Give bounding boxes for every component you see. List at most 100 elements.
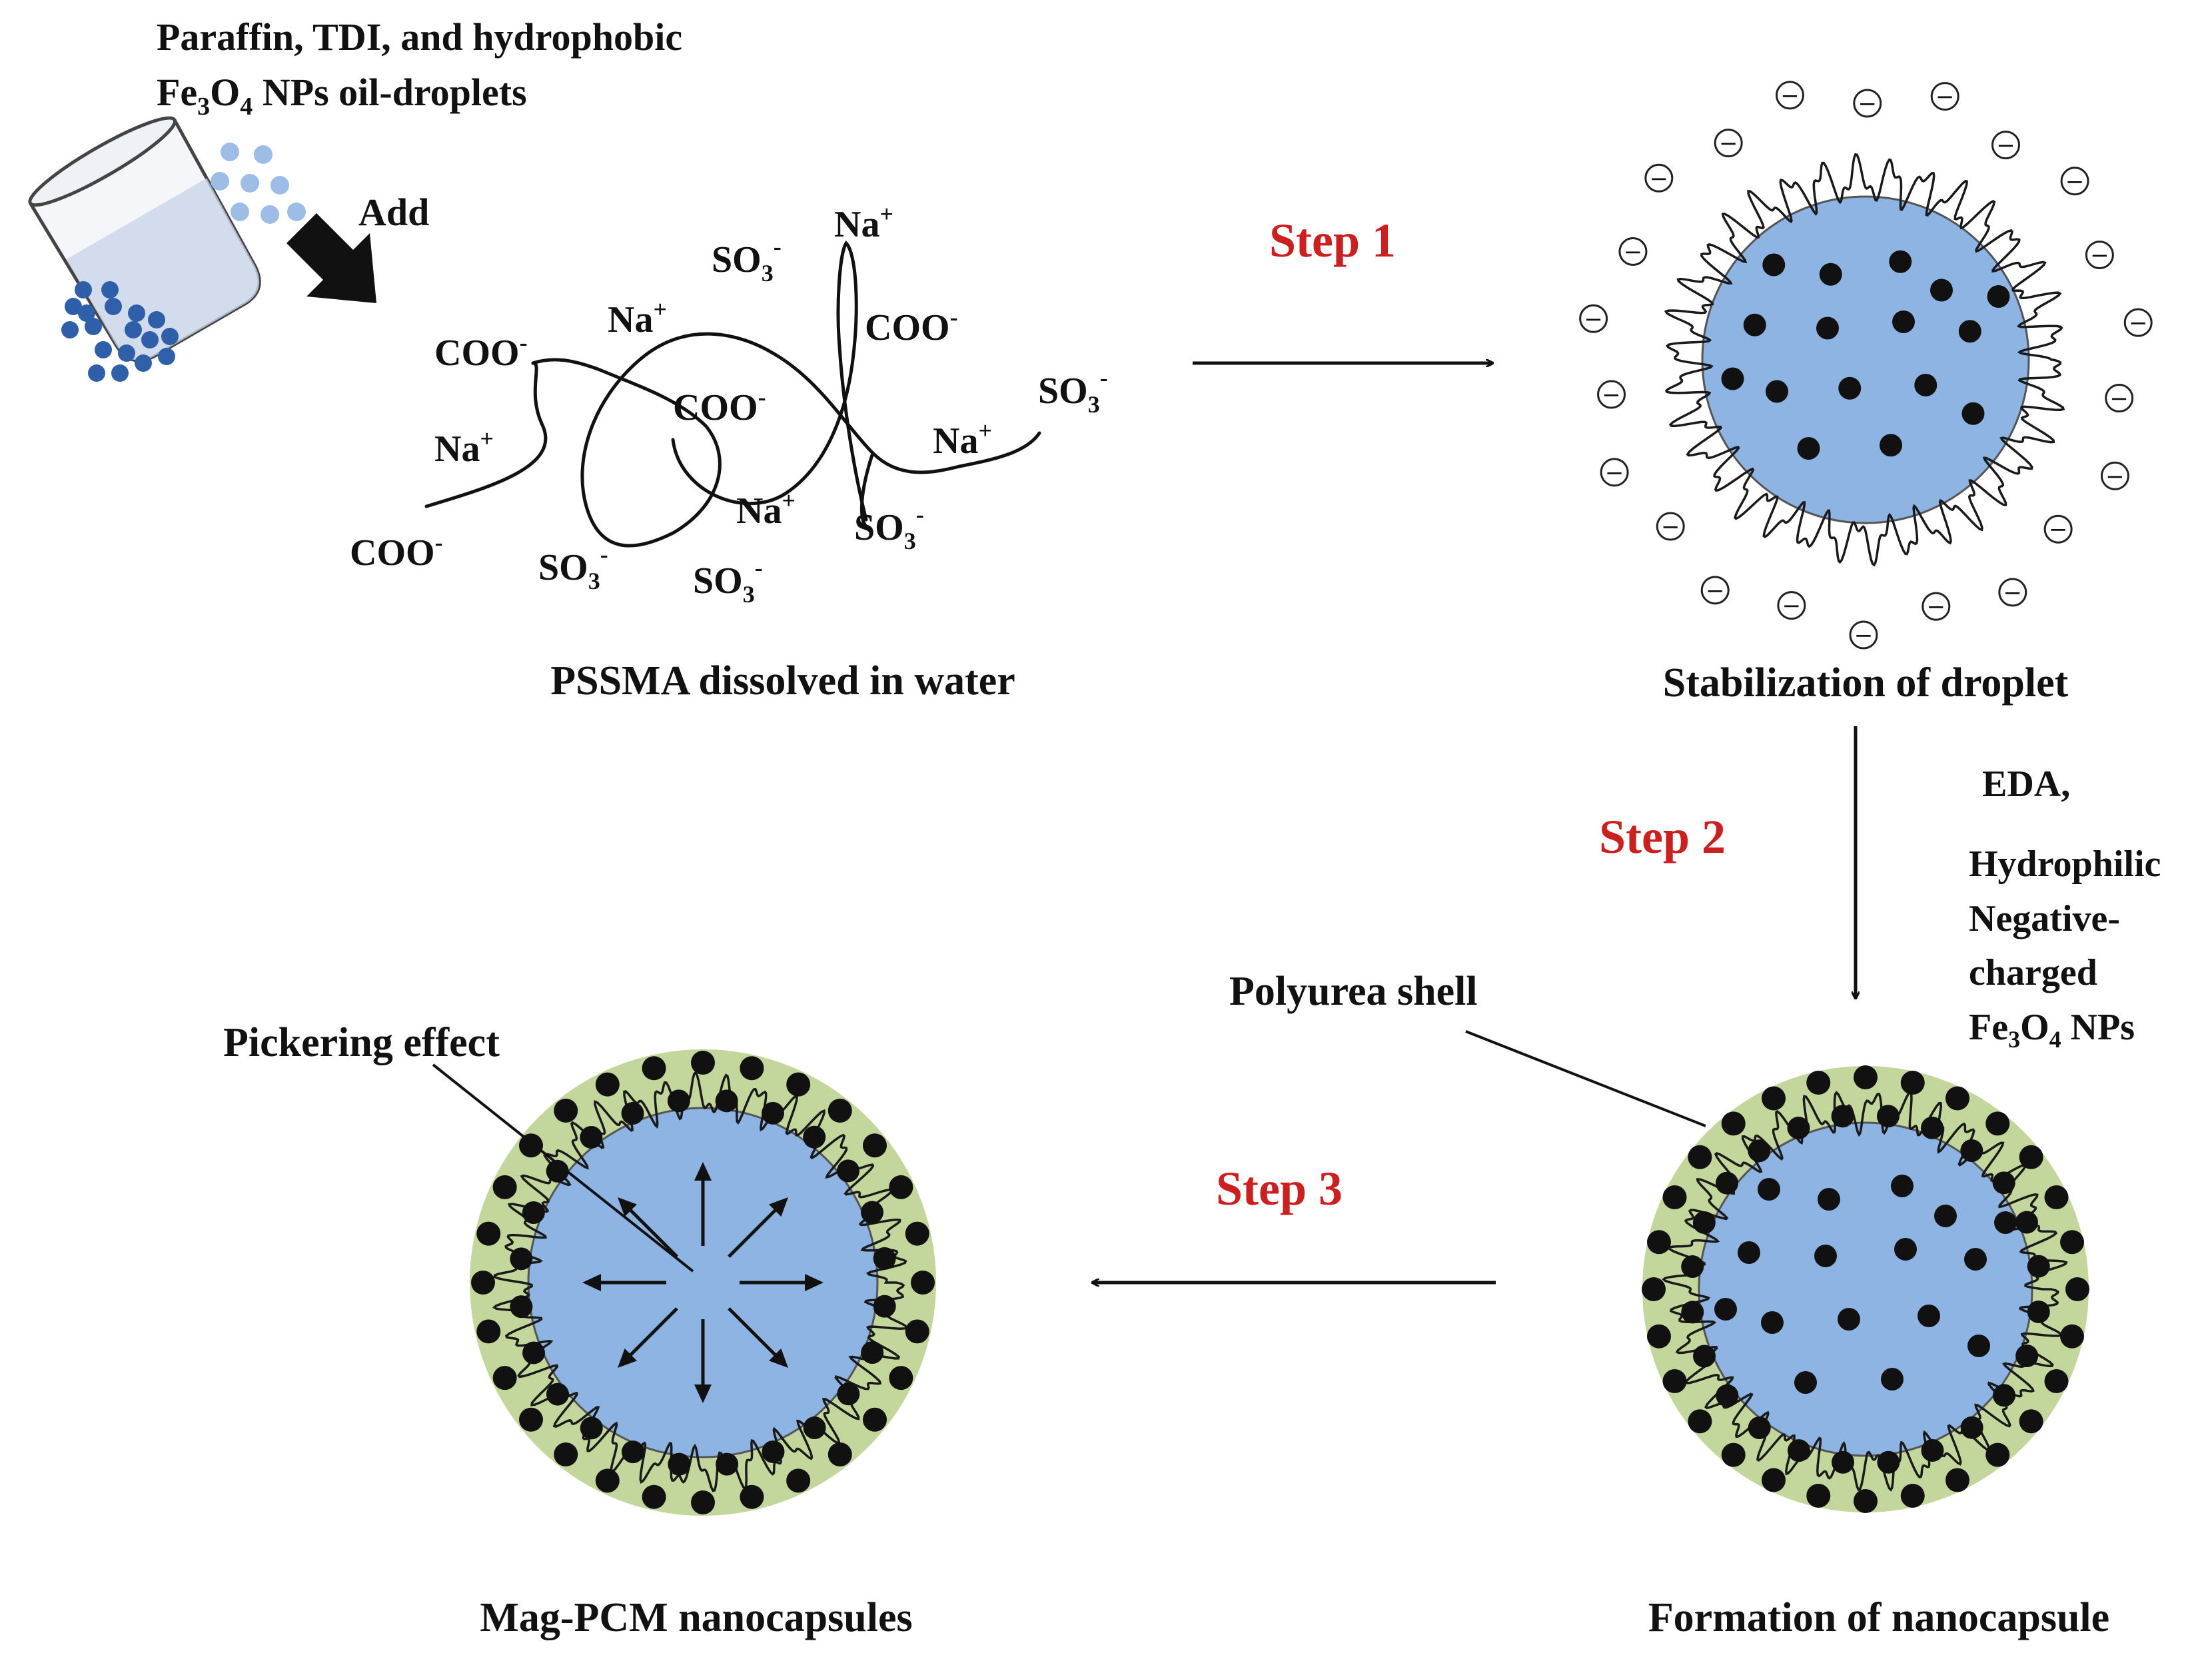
fe3o4-nanoparticle: [1814, 1245, 1837, 1267]
pickering-effect-label: Pickering effect: [223, 1020, 500, 1065]
shell-nanoparticle: [642, 1484, 666, 1509]
fe3o4-nanoparticle: [1958, 320, 1981, 343]
negative-charge-icon: −: [1922, 592, 1951, 621]
falling-droplet: [211, 172, 229, 191]
fe3o4-nanoparticle: [1794, 1371, 1817, 1394]
shell-nanoparticle: [1832, 1450, 1855, 1474]
shell-nanoparticle: [863, 1133, 887, 1158]
falling-droplet: [231, 203, 249, 221]
falling-droplet: [287, 203, 306, 221]
fe3o4-nanoparticle: [1880, 434, 1902, 457]
fe3o4-nanoparticle: [1889, 250, 1912, 273]
outward-arrow-icon: [694, 1162, 712, 1246]
falling-droplet: [241, 174, 259, 193]
shell-nanoparticle: [1806, 1070, 1831, 1095]
chem-label-so3-4: SO3-: [538, 541, 608, 594]
shell-nanoparticle: [2060, 1324, 2085, 1349]
shell-nanoparticle: [1721, 1111, 1746, 1136]
polyurea-pointer-line: [1465, 1030, 1706, 1127]
shell-nanoparticle: [476, 1221, 501, 1246]
svg-text:COO-: COO-: [865, 304, 958, 348]
fe3o4-nanoparticle: [1797, 437, 1820, 460]
negative-charge-icon: −: [1777, 591, 1806, 620]
svg-text:−: −: [2065, 169, 2085, 195]
shell-nanoparticle: [740, 1484, 764, 1509]
svg-text:−: −: [2105, 463, 2125, 490]
svg-text:−: −: [1996, 133, 2015, 159]
fe3o4-nanoparticle: [1918, 1305, 1940, 1327]
svg-text:COO-: COO-: [434, 329, 528, 374]
shell-nanoparticle: [510, 1295, 533, 1319]
step2-label: Step 2: [1599, 810, 1726, 863]
fe3o4-nanoparticle: [1961, 402, 1985, 425]
svg-text:−: −: [1936, 84, 1955, 111]
oil-bead: [65, 298, 82, 315]
svg-text:SO3-: SO3-: [712, 233, 782, 286]
oil-bead: [75, 281, 92, 298]
fe3o4-nanoparticle: [1762, 253, 1786, 276]
oil-bead: [148, 311, 165, 328]
svg-text:−: −: [2090, 243, 2109, 269]
outward-arrow-icon: [728, 1307, 788, 1368]
shell-nanoparticle: [762, 1101, 785, 1125]
shell-nanoparticle: [1688, 1409, 1712, 1434]
mag-pcm-nanocapsule: [470, 1049, 936, 1516]
fe3o4-nanoparticle: [1934, 1205, 1957, 1227]
shell-nanoparticle: [1787, 1439, 1810, 1462]
fe3o4-nanoparticle: [1930, 278, 1953, 302]
shell-nanoparticle: [889, 1175, 913, 1199]
oil-bead: [88, 364, 105, 382]
chem-label-coo-1: COO-: [434, 329, 528, 374]
shell-nanoparticle: [2060, 1230, 2085, 1255]
materials-label-line2: Fe3O4 NPs oil-droplets: [157, 71, 527, 121]
chem-label-na-1: Na+: [608, 296, 667, 340]
shell-nanoparticle: [621, 1440, 644, 1464]
negative-charge-icon: −: [2060, 167, 2089, 196]
shell-nanoparticle: [510, 1247, 533, 1271]
falling-droplet: [221, 143, 239, 161]
outward-arrow-icon: [618, 1197, 678, 1258]
shell-nanoparticle: [1900, 1484, 1925, 1508]
shell-nanoparticle: [1681, 1255, 1704, 1279]
shell-nanoparticle: [668, 1452, 691, 1476]
mag-pcm-caption: Mag-PCM nanocapsules: [480, 1595, 912, 1640]
shell-nanoparticle: [1646, 1230, 1671, 1255]
shell-nanoparticle: [2015, 1211, 2038, 1234]
falling-droplet: [254, 145, 273, 164]
oil-bead: [161, 328, 179, 345]
shell-nanoparticle: [595, 1072, 620, 1097]
shell-nanoparticle: [2044, 1185, 2069, 1210]
negative-charge-icon: −: [1998, 578, 2027, 607]
shell-nanoparticle: [1854, 1489, 1878, 1513]
shell-nanoparticle: [522, 1341, 546, 1365]
shell-nanoparticle: [691, 1051, 715, 1075]
chem-label-na-5: Na+: [736, 487, 796, 532]
shell-nanoparticle: [580, 1125, 603, 1149]
shell-nanoparticle: [2019, 1409, 2043, 1434]
fe3o4-nanoparticle: [1758, 1178, 1780, 1201]
svg-text:−: −: [1605, 460, 1624, 486]
shell-nanoparticle: [1693, 1345, 1716, 1368]
shell-nanoparticle: [2044, 1369, 2069, 1393]
shell-nanoparticle: [762, 1440, 785, 1463]
shell-nanoparticle: [595, 1468, 620, 1493]
shell-nanoparticle: [1960, 1416, 1983, 1439]
shell-nanoparticle: [2019, 1145, 2043, 1169]
shell-nanoparticle: [1985, 1442, 2010, 1467]
negative-charge-icon: −: [1700, 576, 1730, 605]
svg-text:−: −: [2049, 516, 2068, 543]
shell-nanoparticle: [1762, 1468, 1786, 1492]
shell-nanoparticle: [1877, 1450, 1900, 1474]
svg-text:−: −: [2003, 580, 2023, 606]
chem-label-so3-5: SO3-: [693, 554, 763, 608]
chem-label-na-3: Na+: [933, 417, 992, 462]
add-label: Add: [358, 191, 429, 234]
svg-text:Na+: Na+: [736, 487, 796, 532]
svg-text:SO3-: SO3-: [1038, 364, 1108, 418]
shell-nanoparticle: [837, 1382, 860, 1406]
chem-label-na-2: Na+: [834, 201, 893, 245]
chem-label-so3-2: SO3-: [1038, 364, 1108, 418]
shell-nanoparticle: [873, 1295, 896, 1318]
shell-nanoparticle: [1721, 1442, 1746, 1467]
